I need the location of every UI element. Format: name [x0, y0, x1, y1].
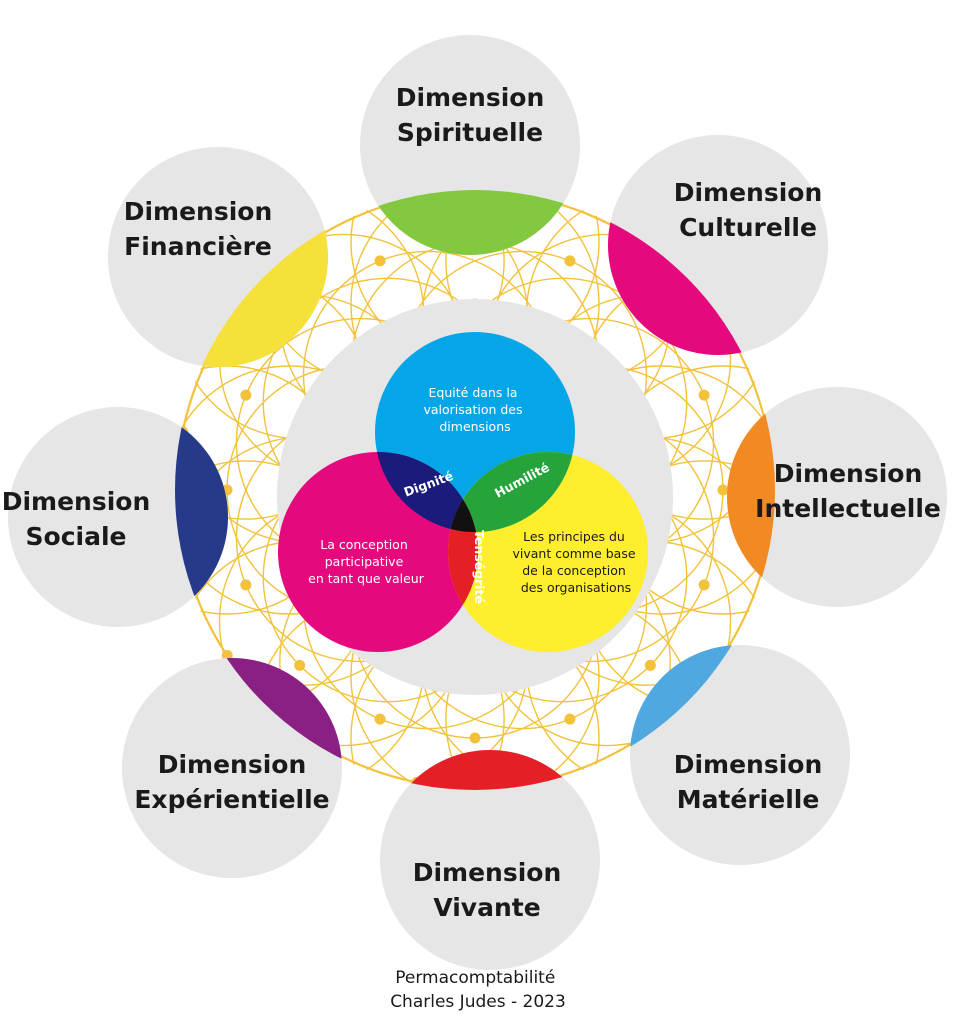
label-tensegrite: Tenségrité	[472, 530, 487, 604]
venn-text-conception: La conception participative en tant que …	[308, 537, 425, 586]
network-node	[294, 659, 306, 671]
network-node	[564, 255, 576, 267]
network-node	[240, 579, 252, 591]
network-node	[374, 255, 386, 267]
venn-overlap-humilite	[448, 452, 575, 532]
network-node	[469, 732, 481, 744]
network-node	[644, 659, 656, 671]
venn-overlap-dignite	[375, 452, 478, 532]
network-node	[240, 389, 252, 401]
network-node	[698, 579, 710, 591]
dimension-circle	[8, 407, 228, 627]
network-node	[374, 713, 386, 725]
network-node	[717, 484, 729, 496]
network-node	[698, 389, 710, 401]
credit-text: Permacomptabilité Charles Judes - 2023	[390, 968, 566, 1012]
dimension-circle	[380, 750, 600, 970]
network-node	[564, 713, 576, 725]
venn-text-equite: Equité dans la valorisation des dimensio…	[423, 385, 526, 434]
venn-diagram: Equité dans la valorisation des dimensio…	[278, 332, 648, 652]
venn-text-principes: Les principes du vivant comme base de la…	[512, 529, 639, 595]
dimension-circle	[727, 387, 947, 607]
